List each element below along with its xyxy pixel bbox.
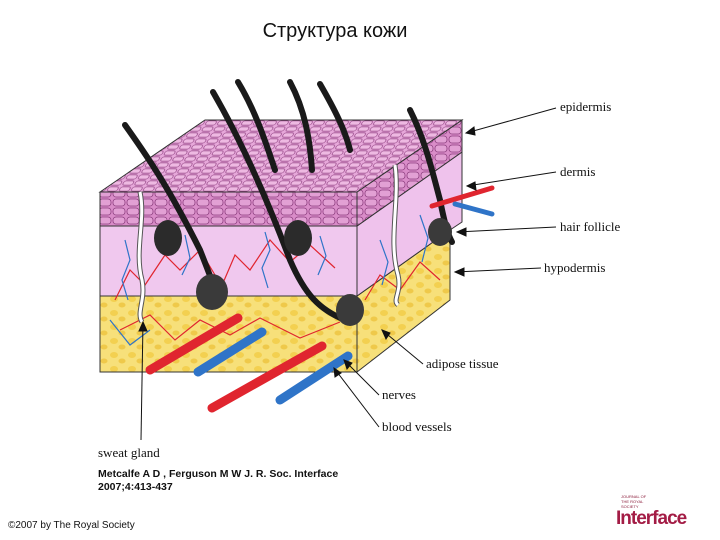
hair-3 — [235, 79, 278, 173]
vein-1 — [193, 327, 267, 377]
epidermis-top — [98, 119, 464, 193]
label-adipose-tissue: adipose tissue — [426, 356, 499, 371]
vein-3 — [452, 201, 495, 217]
artery-2 — [207, 341, 327, 413]
logo-brand: Interface — [616, 508, 687, 529]
artery-3 — [429, 185, 495, 209]
citation-line-1: Metcalfe A D , Ferguson M W J. R. Soc. I… — [98, 468, 339, 480]
label-hair-follicle: hair follicle — [560, 219, 621, 234]
label-hypodermis: hypodermis — [544, 260, 605, 275]
label-blood-vessels: blood vessels — [382, 419, 452, 434]
label-dermis: dermis — [560, 164, 595, 179]
label-nerves: nerves — [382, 387, 416, 402]
journal-logo: JOURNAL OF THE ROYAL SOCIETY Interface — [600, 494, 700, 534]
hair-follicle-bulbs — [154, 218, 452, 326]
logo-line-2: THE ROYAL — [621, 499, 644, 504]
logo-line-3: SOCIETY — [621, 504, 639, 509]
diagram-title: Структура кожи — [262, 20, 408, 42]
skin-block — [98, 119, 464, 374]
label-sweat-gland: sweat gland — [98, 445, 160, 460]
vein-2 — [275, 351, 353, 405]
pointer-lines — [138, 107, 557, 441]
citation-line-2: 2007;4:413-437 — [98, 481, 173, 493]
logo-line-1: JOURNAL OF — [621, 494, 647, 499]
hair-5 — [317, 81, 353, 153]
citation: Metcalfe A D , Ferguson M W J. R. Soc. I… — [98, 468, 338, 494]
hair-4 — [287, 79, 315, 173]
large-vessels — [145, 185, 495, 413]
copyright-notice: ©2007 by The Royal Society — [8, 520, 135, 531]
artery-1 — [145, 313, 243, 375]
hair-2 — [210, 89, 348, 323]
label-epidermis: epidermis — [560, 99, 611, 114]
